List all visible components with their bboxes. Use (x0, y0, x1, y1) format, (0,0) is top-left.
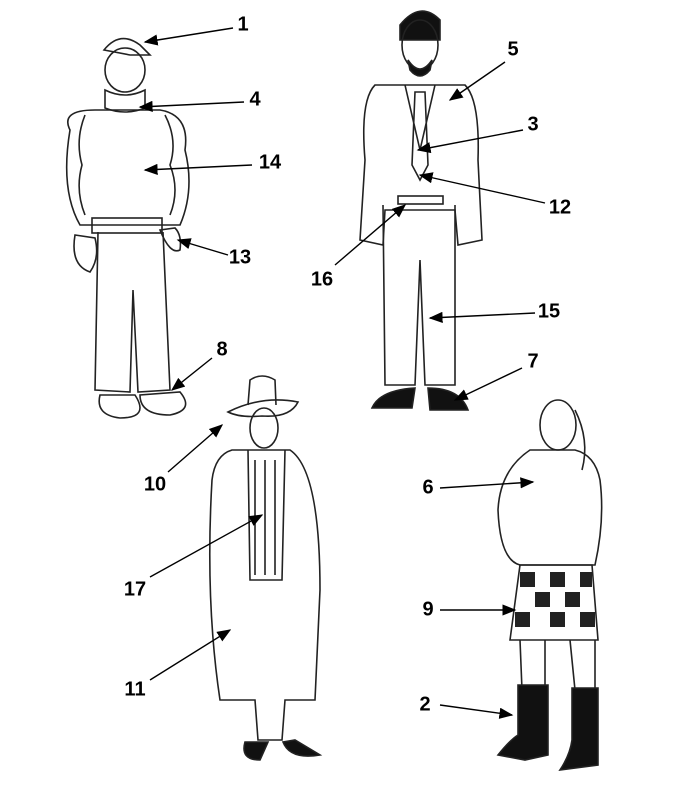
label-13: 13 (228, 246, 252, 269)
arrow-3 (416, 129, 524, 154)
figure-man-puffer-jacket (65, 37, 190, 419)
label-9: 9 (422, 598, 434, 621)
arrow-7 (453, 367, 523, 401)
label-5: 5 (507, 38, 519, 61)
arrow-10 (167, 424, 224, 473)
figure-man-suit (359, 10, 483, 411)
label-4: 4 (249, 88, 261, 111)
arrow-5 (448, 61, 506, 101)
arrow-6 (439, 477, 535, 489)
label-11: 11 (124, 678, 146, 701)
label-17: 17 (123, 578, 147, 601)
arrow-2 (439, 704, 514, 719)
label-12: 12 (548, 196, 572, 219)
arrow-11 (149, 629, 232, 681)
arrow-8 (170, 357, 213, 391)
label-1: 1 (237, 13, 249, 36)
arrow-16 (334, 204, 407, 266)
arrow-4 (138, 100, 245, 112)
arrow-14 (143, 163, 253, 176)
label-7: 7 (527, 350, 539, 373)
arrow-12 (418, 172, 546, 204)
label-14: 14 (258, 151, 282, 174)
label-6: 6 (422, 476, 434, 499)
label-2: 2 (419, 693, 431, 716)
figure-person-hat-coat (208, 375, 323, 761)
label-8: 8 (216, 338, 228, 361)
arrow-17 (149, 514, 264, 578)
label-15: 15 (537, 300, 561, 323)
label-3: 3 (527, 113, 539, 136)
arrow-1 (143, 27, 234, 46)
label-16: 16 (310, 268, 334, 291)
arrow-13 (176, 238, 229, 256)
pointer-arrows (138, 27, 546, 719)
figure-woman-skirt-boots (496, 399, 603, 772)
arrow-15 (428, 311, 536, 323)
label-10: 10 (143, 473, 167, 496)
